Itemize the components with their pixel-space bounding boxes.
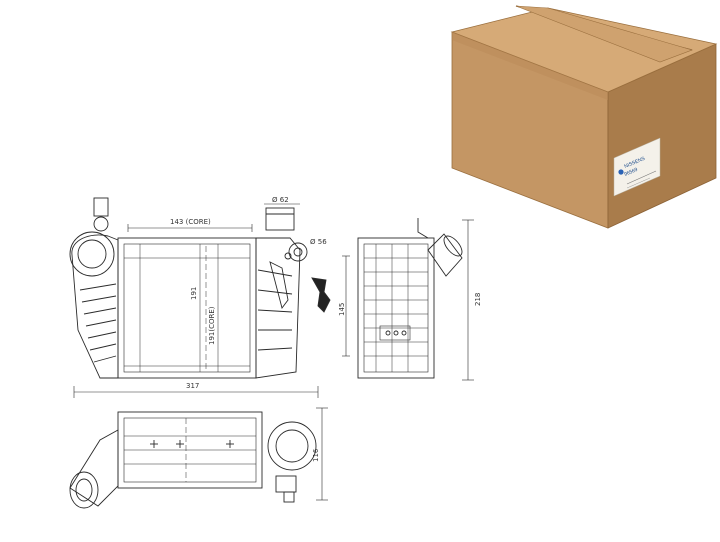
overall-width-label: 317 <box>186 382 199 390</box>
outlet-label: Ø 56 <box>310 238 327 246</box>
depth-label: 116 <box>312 448 320 462</box>
side-view-drawing <box>342 218 474 381</box>
part-label: 96569 <box>623 167 638 178</box>
core-width-label: 143 (CORE) <box>170 218 211 226</box>
brand-logo-icon <box>618 169 624 175</box>
top-view-drawing <box>69 407 328 509</box>
cardboard-box: NISSENS 96569 <box>450 5 718 229</box>
inner-height-label: 145 <box>338 303 346 316</box>
inlet-label: Ø 62 <box>272 196 289 204</box>
front-view-drawing <box>69 197 331 398</box>
overall-height-label: 218 <box>474 293 482 306</box>
core-height-mark: 191 <box>190 287 198 300</box>
core-height-label: 191(CORE) <box>208 306 216 345</box>
box-label: NISSENS 96569 <box>613 137 661 197</box>
